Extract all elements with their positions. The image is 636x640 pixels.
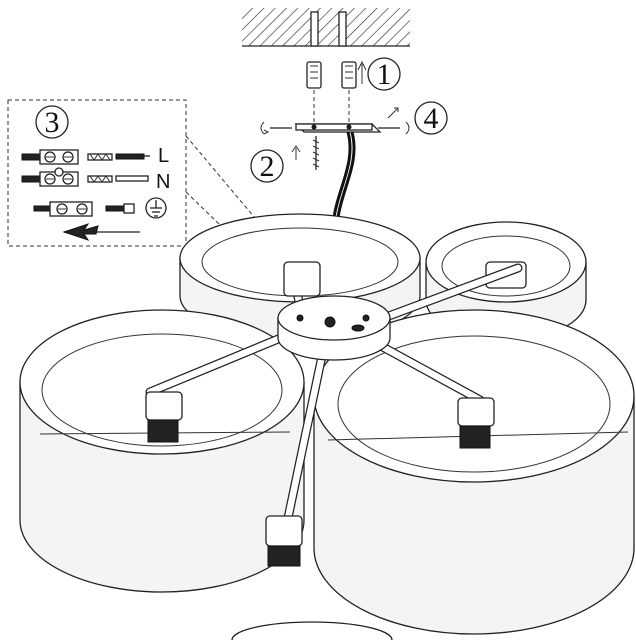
earth-ground-icon (145, 197, 167, 219)
lamp-shade-back-left (179, 213, 421, 341)
chandelier-arms (145, 263, 523, 523)
ceiling-canopy (277, 295, 391, 361)
neutral-label: N (156, 171, 170, 193)
bulb-holder (145, 261, 495, 567)
step-4-marker: 4 (414, 101, 448, 135)
screw-icon (260, 107, 410, 170)
ceiling-hatch-icon (242, 8, 410, 47)
step-3-number: 3 (45, 106, 60, 139)
live-label: L (158, 145, 169, 167)
wall-plug-icon (306, 60, 367, 89)
step-2-number: 2 (260, 150, 275, 183)
wiring-detail-box: 3 L N (7, 99, 187, 247)
lamp-shade-front-left (19, 309, 305, 593)
step-4-number: 4 (424, 102, 439, 135)
step-1-number: 1 (377, 58, 392, 91)
step-1-marker: 1 (367, 57, 401, 91)
direction-arrow-icon (62, 223, 140, 241)
lamp-shade-bottom (231, 621, 393, 640)
step-2-marker: 2 (250, 149, 284, 183)
mounting-bracket (294, 123, 382, 133)
lamp-shade-front-right (313, 309, 635, 635)
terminal-block-icon (21, 149, 150, 217)
